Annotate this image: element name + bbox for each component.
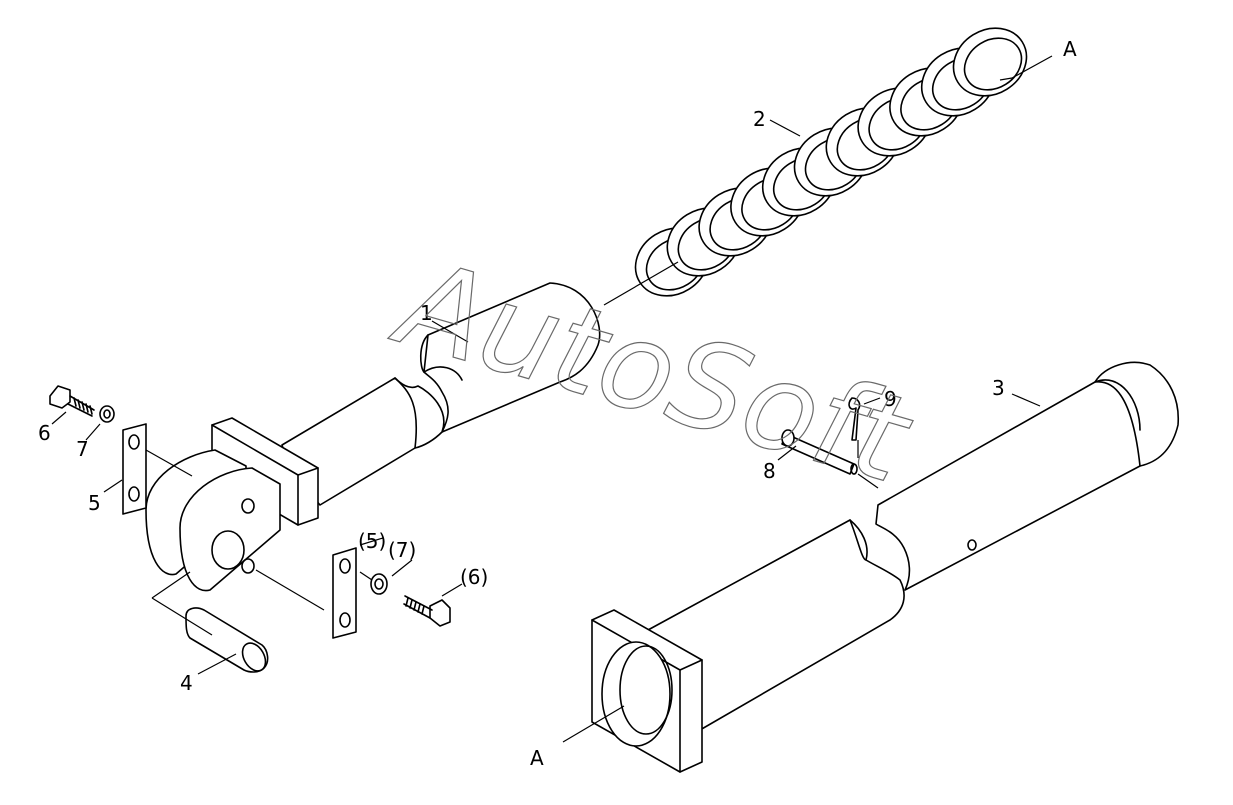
callout-7-repeat: (7) [388, 538, 416, 562]
cotter-pin-part-9 [848, 397, 861, 458]
cylinder-part-1 [145, 261, 679, 592]
washer-part-7 [99, 405, 115, 423]
callout-5-repeat: (5) [358, 529, 386, 553]
callout-6-repeat: (6) [460, 565, 488, 589]
callout-2: 2 [753, 107, 766, 131]
lock-plate-part-5-repeat [255, 547, 357, 639]
callout-a-bottom: A [530, 746, 544, 770]
callout-5: 5 [88, 491, 101, 515]
spring-coil-inner [963, 37, 1023, 91]
pin-part-8 [781, 429, 879, 489]
bushing-part-4 [151, 571, 269, 673]
callout-7: 7 [76, 437, 89, 461]
leader-lines [51, 55, 1053, 743]
callout-1: 1 [420, 301, 433, 325]
callout-a-top: A [1063, 37, 1077, 61]
spring-end [999, 77, 1013, 81]
lock-plate-part-5 [122, 423, 193, 515]
callout-6: 6 [38, 421, 51, 445]
callout-3: 3 [992, 376, 1005, 400]
barrel-part-3 [591, 361, 1180, 773]
bolt-part-6-repeat [403, 595, 451, 627]
washer-part-7-repeat [359, 571, 388, 595]
spring-part-2 [634, 27, 1028, 297]
callout-9: 9 [884, 387, 897, 411]
bolt-part-6 [49, 385, 95, 417]
callout-8: 8 [763, 459, 776, 483]
callout-4: 4 [180, 671, 193, 695]
